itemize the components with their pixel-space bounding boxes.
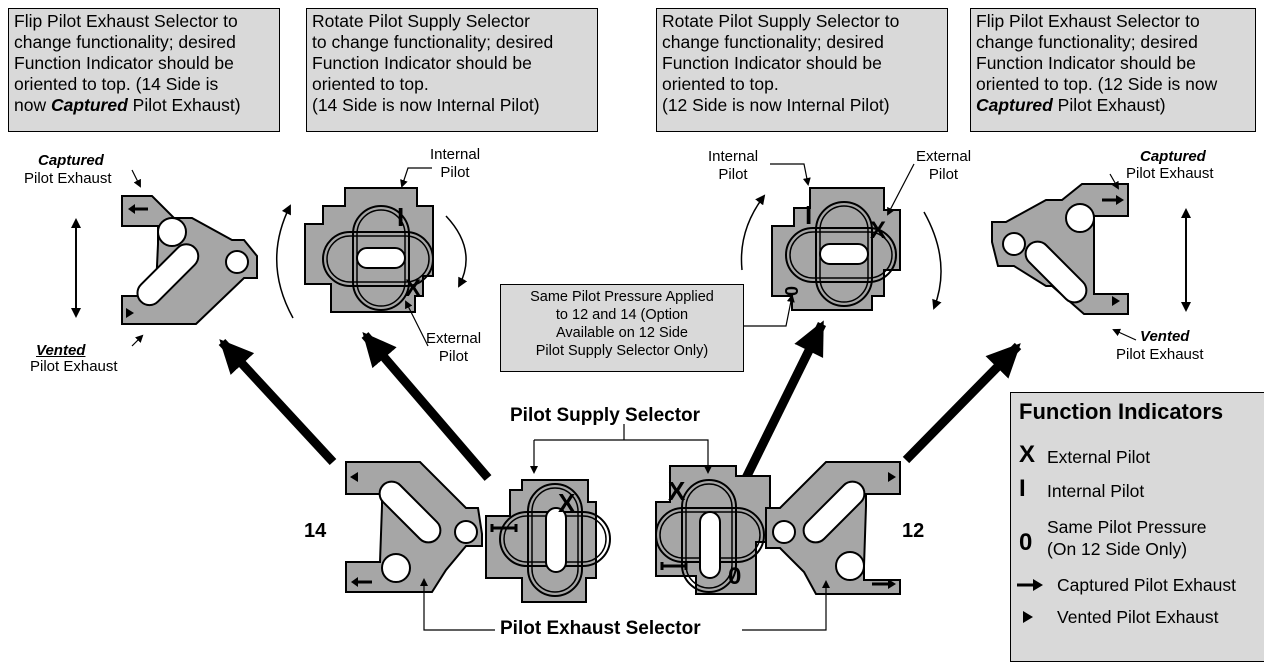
supply-selector-12-top: I X 0 (771, 187, 901, 311)
side-12-label: 12 (902, 520, 925, 542)
rotate-arrow-right-2 (923, 211, 942, 310)
svg-text:X: X (558, 488, 576, 518)
callout-flip-exhaust-14: Flip Pilot Exhaust Selector to change fu… (8, 8, 280, 132)
function-indicators-legend: Function Indicators X External Pilot I I… (1010, 392, 1264, 662)
legend-item-captured: Captured Pilot Exhaust (1057, 575, 1236, 595)
rotate-arrow-left-2 (445, 215, 468, 288)
supply-selector-14-bottom: X (485, 479, 611, 603)
arrow-icon (1017, 579, 1043, 591)
pilot-exhaust-label-right-top: Pilot Exhaust (1126, 165, 1214, 182)
svg-text:I: I (805, 200, 812, 230)
rotate-arrow-left-1 (276, 204, 294, 319)
callout-flip-exhaust-12: Flip Pilot Exhaust Selector to change fu… (970, 8, 1256, 132)
internal-pilot-label-right: Internal Pilot (708, 148, 759, 183)
external-pilot-label-left: External Pilot (426, 330, 482, 365)
vented-label-right: Vented (1140, 328, 1190, 345)
zero-indicator-icon: 0 (1019, 529, 1033, 556)
exhaust-selector-12-bottom (765, 461, 901, 595)
supply-selector-14-top: I X (304, 187, 434, 313)
arrow-to-exhaust-12 (902, 342, 1022, 464)
captured-label-right: Captured (1140, 148, 1206, 165)
callout-rotate-supply-14: Rotate Pilot Supply Selector to change f… (306, 8, 598, 132)
leader-lines (131, 163, 1137, 631)
arrow-to-exhaust-14 (218, 338, 337, 466)
triangle-icon (1023, 611, 1033, 623)
exhaust-selector-12-top (991, 183, 1129, 315)
callout-rotate-supply-12: Rotate Pilot Supply Selector to change f… (656, 8, 948, 132)
internal-pilot-label-left: Internal Pilot (430, 146, 481, 181)
svg-text:0: 0 (782, 286, 802, 296)
transition-arrows (218, 320, 1022, 481)
x-indicator-icon: X (1019, 441, 1036, 468)
legend-item-same-pressure-note: (On 12 Side Only) (1047, 539, 1188, 559)
side-14-label: 14 (304, 520, 327, 542)
exhaust-selector-14-bottom (345, 461, 483, 593)
same-pressure-callout: Same Pilot Pressure Applied to 12 and 14… (500, 284, 744, 372)
legend-item-same-pressure: Same Pilot Pressure (1047, 517, 1207, 537)
legend-item-internal: Internal Pilot (1047, 481, 1145, 501)
svg-text:X: X (870, 217, 886, 244)
svg-text:I: I (397, 202, 404, 232)
flip-arrows (71, 208, 1191, 318)
rotate-arrow-right-1 (740, 194, 766, 271)
i-indicator-icon: I (1019, 475, 1026, 502)
legend-item-external: External Pilot (1047, 447, 1151, 467)
svg-text:X: X (668, 476, 686, 506)
arrow-to-supply-14 (361, 331, 492, 481)
captured-label-left: Captured (38, 152, 104, 169)
pilot-exhaust-label-left-top: Pilot Exhaust (24, 170, 112, 187)
legend-title: Function Indicators (1019, 399, 1224, 424)
svg-text:0: 0 (728, 563, 741, 590)
pilot-exhaust-label-right-bottom: Pilot Exhaust (1116, 346, 1204, 363)
pilot-exhaust-selector-label: Pilot Exhaust Selector (500, 618, 701, 639)
legend-item-vented: Vented Pilot Exhaust (1057, 607, 1219, 627)
rotation-arrows (276, 194, 942, 319)
exhaust-selector-14-top (121, 195, 258, 325)
pilot-supply-selector-label: Pilot Supply Selector (510, 405, 701, 426)
arrow-to-supply-12 (741, 320, 827, 480)
pilot-exhaust-label-left-bottom: Pilot Exhaust (30, 358, 118, 375)
external-pilot-label-right: External Pilot (916, 148, 972, 183)
vented-label-left: Vented (36, 342, 86, 359)
supply-selector-12-bottom: X 0 (655, 465, 771, 595)
svg-text:X: X (405, 275, 421, 302)
